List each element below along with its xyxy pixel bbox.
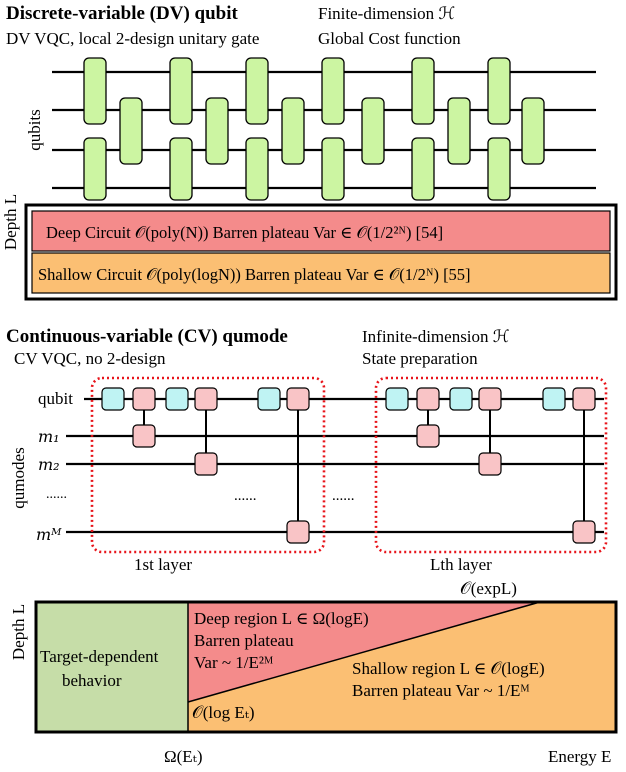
cv-pink-gate [286,387,310,411]
dv-gate [169,57,193,125]
cv-cyan-gate [165,387,189,411]
phase-depth-label: Depth L [9,604,28,660]
dv-hilbert: Finite-dimension ℋ [318,4,455,23]
energy-axis-label: Energy E [548,747,611,766]
dv-table-border [24,203,618,301]
cv-pink-gate [478,452,502,476]
dv-gate [83,57,107,125]
dv-gate [119,97,143,165]
dv-gate [411,57,435,125]
cv-cyan-gate [449,387,473,411]
cv-pink-gate [572,387,596,411]
cv-pink-gate [194,387,218,411]
phase-diagram [34,600,618,734]
dv-gate [487,57,511,125]
cv-row-label-m2: m₂ [38,455,60,474]
dv-deep-text: Deep Circuit 𝒪(poly(N)) Barren plateau V… [46,223,443,242]
dv-gate [521,97,545,165]
omega-label: Ω(Eₜ) [164,747,203,766]
cv-row-label-m1: m₁ [38,427,60,446]
target-dep-line2: behavior [62,671,122,690]
cv-pink-gate [416,387,440,411]
dv-gate [281,97,305,165]
cv-cyan-gate [101,387,125,411]
dv-gate [169,137,193,201]
dv-gate [245,137,269,201]
dv-gate [447,97,471,165]
cv-pink-gate [132,424,156,448]
phase-boundary-label: 𝒪(log Eₜ) [192,703,255,722]
cv-cyan-gate [385,387,409,411]
cv-layer1-label: 1st layer [134,555,192,574]
dv-title: Discrete-variable (DV) qubit [6,3,239,24]
dv-side-label: qubits [25,109,44,151]
cv-wires [66,397,604,534]
cv-pink-gate [416,424,440,448]
dv-table: Deep Circuit 𝒪(poly(N)) Barren plateau V… [24,203,618,301]
shallow-region-line2: Barren plateau Var ~ 1/Eᴹ [352,681,530,700]
dv-gate [245,57,269,125]
dv-subtitle: DV VQC, local 2-design unitary gate [6,29,259,48]
cv-pink-gate [132,387,156,411]
shallow-region-line1: Shallow region L ∈ 𝒪(logE) [352,659,545,678]
cv-cyan-gate [542,387,566,411]
cv-layer-box-L [374,376,608,554]
dv-shallow-row [31,252,611,294]
phase-border [34,600,618,734]
dv-depth-label: Depth L [1,194,20,250]
dv-gates [83,57,545,201]
cv-title: Continuous-variable (CV) qumode [6,326,288,347]
cv-subtitle: CV VQC, no 2-design [14,349,166,368]
cv-row-label-dots: ...... [46,487,67,502]
phase-boundary-line [187,601,541,703]
target-dep-line1: Target-dependent [40,647,159,666]
dv-gate [487,137,511,201]
cv-row-label-qubit: qubit [38,389,73,408]
dv-gate [321,57,345,125]
dv-deep-row [31,210,611,252]
deep-region-line3: Var ~ 1/E²ᴹ [194,653,273,672]
target-dependent-region [36,602,188,732]
cv-pink-gate [286,520,310,544]
cv-gates [101,387,596,544]
dv-gate [321,137,345,201]
dv-gate [83,137,107,201]
cv-hilbert: Infinite-dimension ℋ [362,327,510,346]
dv-gate [205,97,229,165]
cv-layer-box-1 [90,376,326,554]
dv-shallow-text: Shallow Circuit 𝒪(poly(logN)) Barren pla… [38,265,471,284]
cv-pink-gate [478,387,502,411]
phase-top-label: 𝒪(expL) [460,579,517,598]
cv-row-label-mM: mᴹ [36,525,62,544]
dv-cost: Global Cost function [318,29,461,48]
cv-dots-inner: ...... [234,488,257,504]
cv-state-prep: State preparation [362,349,478,368]
cv-cyan-gate [257,387,281,411]
dv-gate [411,137,435,201]
cv-pink-gate [194,452,218,476]
cv-layerL-label: Lth layer [430,555,492,574]
deep-region-line2: Barren plateau [194,631,294,650]
cv-dots-outer: ...... [332,488,355,504]
deep-region-line1: Deep region L ∈ Ω(logE) [194,609,369,628]
cv-side-label: qumodes [9,447,28,508]
cv-pink-gate [572,520,596,544]
dv-gate [361,97,385,165]
